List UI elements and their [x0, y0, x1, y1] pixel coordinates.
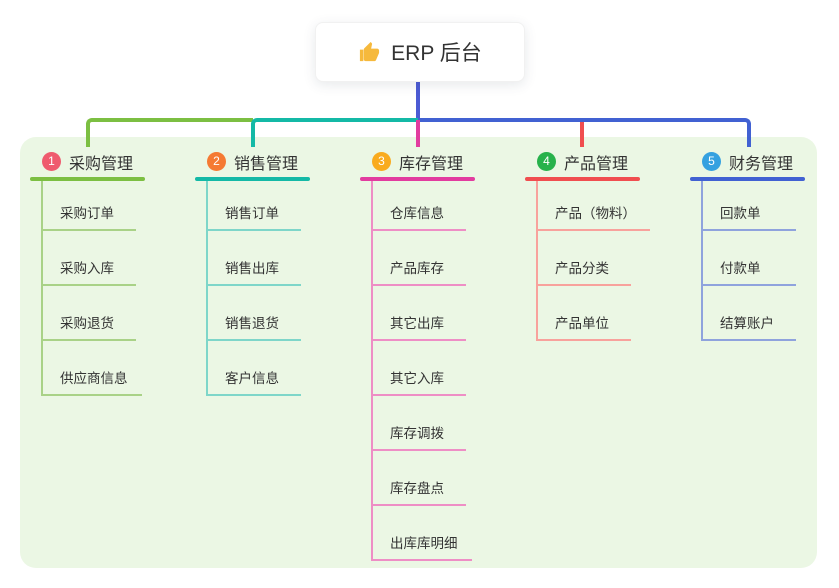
child-label: 出库库明细	[390, 536, 458, 551]
child-label: 产品分类	[555, 261, 609, 276]
child-node[interactable]: 付款单	[703, 231, 796, 286]
child-label: 付款单	[720, 261, 761, 276]
branch-node[interactable]: 5 财务管理	[690, 148, 805, 175]
child-node[interactable]: 销售订单	[208, 181, 301, 231]
child-label: 库存调拨	[390, 426, 444, 441]
branch-number-badge: 1	[42, 152, 61, 171]
branch-label: 财务管理	[729, 155, 794, 173]
child-label: 销售订单	[225, 206, 279, 221]
branch-underline	[690, 177, 805, 181]
child-label: 销售退货	[225, 316, 279, 331]
child-node[interactable]: 供应商信息	[43, 341, 142, 396]
branch-label: 库存管理	[399, 155, 464, 173]
child-label: 其它入库	[390, 371, 444, 386]
child-node[interactable]: 其它出库	[373, 286, 466, 341]
root-label: ERP 后台	[391, 42, 482, 65]
branch-4-connector	[580, 122, 584, 147]
branch-node[interactable]: 4 产品管理	[525, 148, 640, 175]
child-node[interactable]: 产品（物料）	[538, 181, 650, 231]
child-node[interactable]: 库存调拨	[373, 396, 466, 451]
branch-underline	[360, 177, 475, 181]
child-node[interactable]: 采购订单	[43, 181, 136, 231]
branch-number-badge: 2	[207, 152, 226, 171]
child-label: 采购订单	[60, 206, 114, 221]
child-node[interactable]: 出库库明细	[373, 506, 472, 561]
child-node[interactable]: 库存盘点	[373, 451, 466, 506]
root-node[interactable]: ERP 后台	[315, 22, 525, 82]
branch-number-badge: 3	[372, 152, 391, 171]
child-node[interactable]: 客户信息	[208, 341, 301, 396]
child-label: 客户信息	[225, 371, 279, 386]
child-node[interactable]: 采购入库	[43, 231, 136, 286]
children-list: 采购订单 采购入库 采购退货 供应商信息	[41, 181, 145, 396]
branch-node[interactable]: 2 销售管理	[195, 148, 310, 175]
children-list: 产品（物料） 产品分类 产品单位	[536, 181, 650, 341]
child-label: 其它出库	[390, 316, 444, 331]
child-label: 仓库信息	[390, 206, 444, 221]
child-node[interactable]: 产品库存	[373, 231, 466, 286]
branch-underline	[30, 177, 145, 181]
branch-5-connector	[418, 118, 751, 147]
child-label: 采购退货	[60, 316, 114, 331]
child-node[interactable]: 采购退货	[43, 286, 136, 341]
children-list: 回款单 付款单 结算账户	[701, 181, 805, 341]
child-label: 产品库存	[390, 261, 444, 276]
child-node[interactable]: 回款单	[703, 181, 796, 231]
child-node[interactable]: 产品单位	[538, 286, 631, 341]
child-label: 采购入库	[60, 261, 114, 276]
branch-number-badge: 5	[702, 152, 721, 171]
branch-label: 销售管理	[234, 155, 299, 173]
children-list: 仓库信息 产品库存 其它出库 其它入库 库存调拨 库存盘点 出库库明细	[371, 181, 475, 561]
child-label: 产品单位	[555, 316, 609, 331]
child-node[interactable]: 销售出库	[208, 231, 301, 286]
branch-number-badge: 4	[537, 152, 556, 171]
branch: 4 产品管理 产品（物料） 产品分类 产品单位	[525, 148, 650, 341]
branch-underline	[525, 177, 640, 181]
branch-3-connector	[416, 120, 420, 147]
branch: 1 采购管理 采购订单 采购入库 采购退货 供应商信息	[30, 148, 145, 396]
child-node[interactable]: 仓库信息	[373, 181, 466, 231]
branch-node[interactable]: 3 库存管理	[360, 148, 475, 175]
child-label: 供应商信息	[60, 371, 128, 386]
branches-panel	[20, 137, 817, 568]
branch: 3 库存管理 仓库信息 产品库存 其它出库 其它入库 库存调拨 库存盘点 出库库…	[360, 148, 475, 561]
branch: 5 财务管理 回款单 付款单 结算账户	[690, 148, 805, 341]
root-stem-connector	[416, 82, 420, 120]
child-label: 产品（物料）	[555, 206, 636, 221]
child-label: 结算账户	[720, 316, 774, 331]
child-label: 销售出库	[225, 261, 279, 276]
branch-label: 采购管理	[69, 155, 134, 173]
child-node[interactable]: 销售退货	[208, 286, 301, 341]
children-list: 销售订单 销售出库 销售退货 客户信息	[206, 181, 310, 396]
child-node[interactable]: 结算账户	[703, 286, 796, 341]
branch-underline	[195, 177, 310, 181]
branch-1-connector	[86, 118, 253, 147]
child-label: 回款单	[720, 206, 761, 221]
child-node[interactable]: 其它入库	[373, 341, 466, 396]
branch-node[interactable]: 1 采购管理	[30, 148, 145, 175]
child-node[interactable]: 产品分类	[538, 231, 631, 286]
branch: 2 销售管理 销售订单 销售出库 销售退货 客户信息	[195, 148, 310, 396]
branch-label: 产品管理	[564, 155, 629, 173]
branch-2-connector	[251, 118, 418, 147]
child-label: 库存盘点	[390, 481, 444, 496]
thumbs-up-icon	[360, 41, 380, 61]
